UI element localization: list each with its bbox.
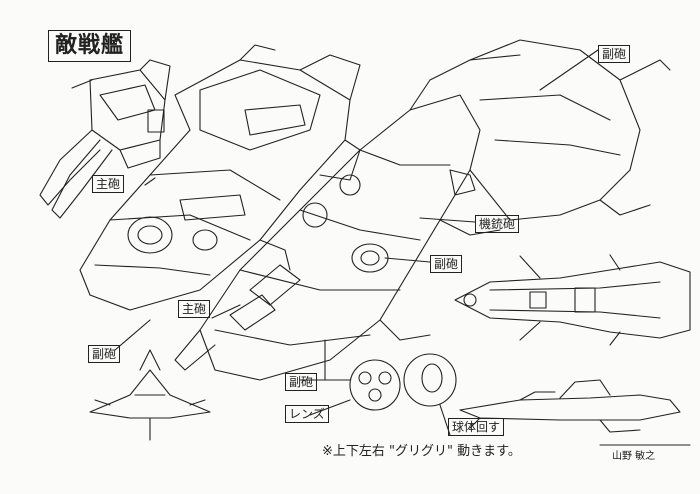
side-view-drawing [459,379,681,433]
front-view-drawing [89,349,211,441]
sub-gun-label-left-bottom: 副砲 [88,345,121,363]
artist-signature: 山野 敏之 [612,451,656,462]
sub-gun-label-top-right: 副砲 [598,45,631,63]
sheet-title: 敵戦艦 [48,30,132,62]
sub-gun-label-middle: 副砲 [430,255,463,273]
machine-gun-label: 機銃砲 [475,215,520,233]
leader-lines [114,49,691,446]
sub-gun-label-bottom: 副砲 [285,373,318,391]
lens-label: レンズ [285,405,329,423]
rotation-note: ※上下左右 "グリグリ" 動きます。 [322,444,521,459]
main-gun-label-left: 主砲 [178,300,211,318]
sphere-rotating-label: 球体回す [448,418,505,436]
main-gun-label-top: 主砲 [92,175,125,193]
top-view-drawing [454,254,691,346]
ship-left-hull [79,44,361,311]
lens-detail-drawing [324,339,457,411]
main-gun-detail-drawing [39,59,171,219]
